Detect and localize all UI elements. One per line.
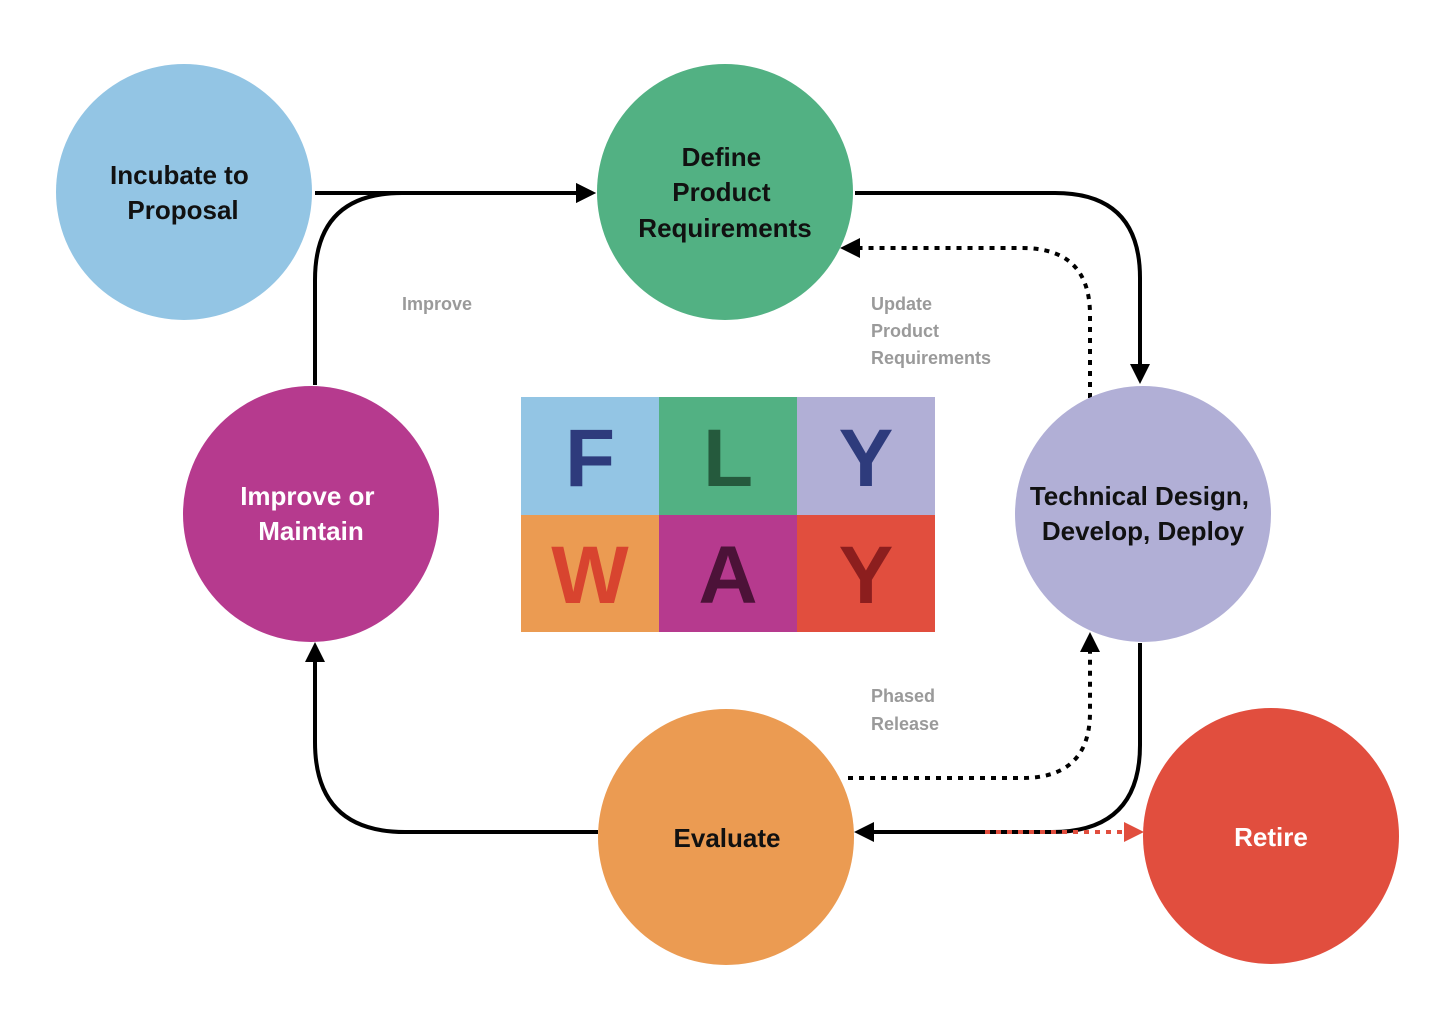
logo-letter-3: W: [551, 530, 629, 621]
node-evaluate-circle: [598, 709, 854, 965]
logo-cell-4: [659, 515, 797, 632]
connectors: [305, 183, 1150, 842]
node-technical-line2: Develop, Deploy: [1042, 516, 1245, 546]
edge-label-phased-release: Phased Release: [871, 686, 940, 734]
edge-label-update-line3: Requirements: [871, 348, 991, 368]
node-incubate-circle: [56, 64, 312, 320]
node-improve-label: Improve or Maintain: [240, 481, 382, 546]
edge-label-update-product-requirements: Update Product Requirements: [871, 294, 991, 368]
node-incubate-label: Incubate to Proposal: [110, 160, 256, 225]
node-evaluate-line1: Evaluate: [674, 823, 781, 853]
edge-label-phased-line2: Release: [871, 714, 939, 734]
node-define-circle: [597, 64, 853, 320]
edge-label-update-line1: Update: [871, 294, 932, 314]
logo-cell-1: [659, 397, 797, 515]
logo-letter-1: L: [703, 413, 753, 504]
dotted-connectors: [840, 238, 1144, 842]
arrow-technical-to-evaluate: [854, 643, 1142, 842]
node-technical-line1: Technical Design,: [1030, 481, 1249, 511]
logo-cell-3: [521, 515, 659, 632]
node-define-line1: Define: [682, 142, 761, 172]
node-improve-circle: [183, 386, 439, 642]
logo-cell-5: [797, 515, 935, 632]
logo-letter-2: Y: [839, 413, 894, 504]
node-improve-line1: Improve or: [240, 481, 374, 511]
node-define-label: Define Product Requirements: [638, 142, 811, 243]
logo-letter-5: Y: [839, 530, 894, 621]
node-retire-line1: Retire: [1234, 822, 1308, 852]
logo-letter-4: A: [698, 530, 757, 621]
node-define-product-requirements: Define Product Requirements: [597, 64, 853, 320]
node-retire-label: Retire: [1234, 822, 1308, 852]
node-retire: Retire: [1143, 708, 1399, 964]
arrow-evaluate-to-improve: [305, 642, 598, 834]
arrow-improve-to-define: [313, 183, 596, 385]
node-evaluate: Evaluate: [598, 709, 854, 965]
node-incubate-to-proposal: Incubate to Proposal: [56, 64, 312, 320]
node-improve-or-maintain: Improve or Maintain: [183, 386, 439, 642]
node-evaluate-label: Evaluate: [674, 823, 781, 853]
arrow-define-to-technical: [855, 191, 1150, 384]
node-improve-line2: Maintain: [258, 516, 363, 546]
logo-cell-2: [797, 397, 935, 515]
node-incubate-line2: Proposal: [127, 195, 238, 225]
node-retire-circle: [1143, 708, 1399, 964]
logo-cell-0: [521, 397, 659, 515]
node-technical-design: Technical Design, Develop, Deploy: [1015, 386, 1271, 642]
node-technical-circle: [1015, 386, 1271, 642]
flyway-logo: F L Y W A Y: [521, 397, 935, 632]
edge-label-phased-line1: Phased: [871, 686, 935, 706]
edge-label-update-line2: Product: [871, 321, 939, 341]
node-technical-label: Technical Design, Develop, Deploy: [1030, 481, 1256, 546]
edge-label-improve: Improve: [402, 294, 472, 314]
logo-letter-0: F: [565, 413, 615, 504]
arrow-phased-release: [848, 632, 1100, 780]
node-incubate-line1: Incubate to: [110, 160, 249, 190]
node-define-line3: Requirements: [638, 213, 811, 243]
arrow-update-product-requirements: [840, 238, 1092, 398]
node-define-line2: Product: [672, 177, 771, 207]
